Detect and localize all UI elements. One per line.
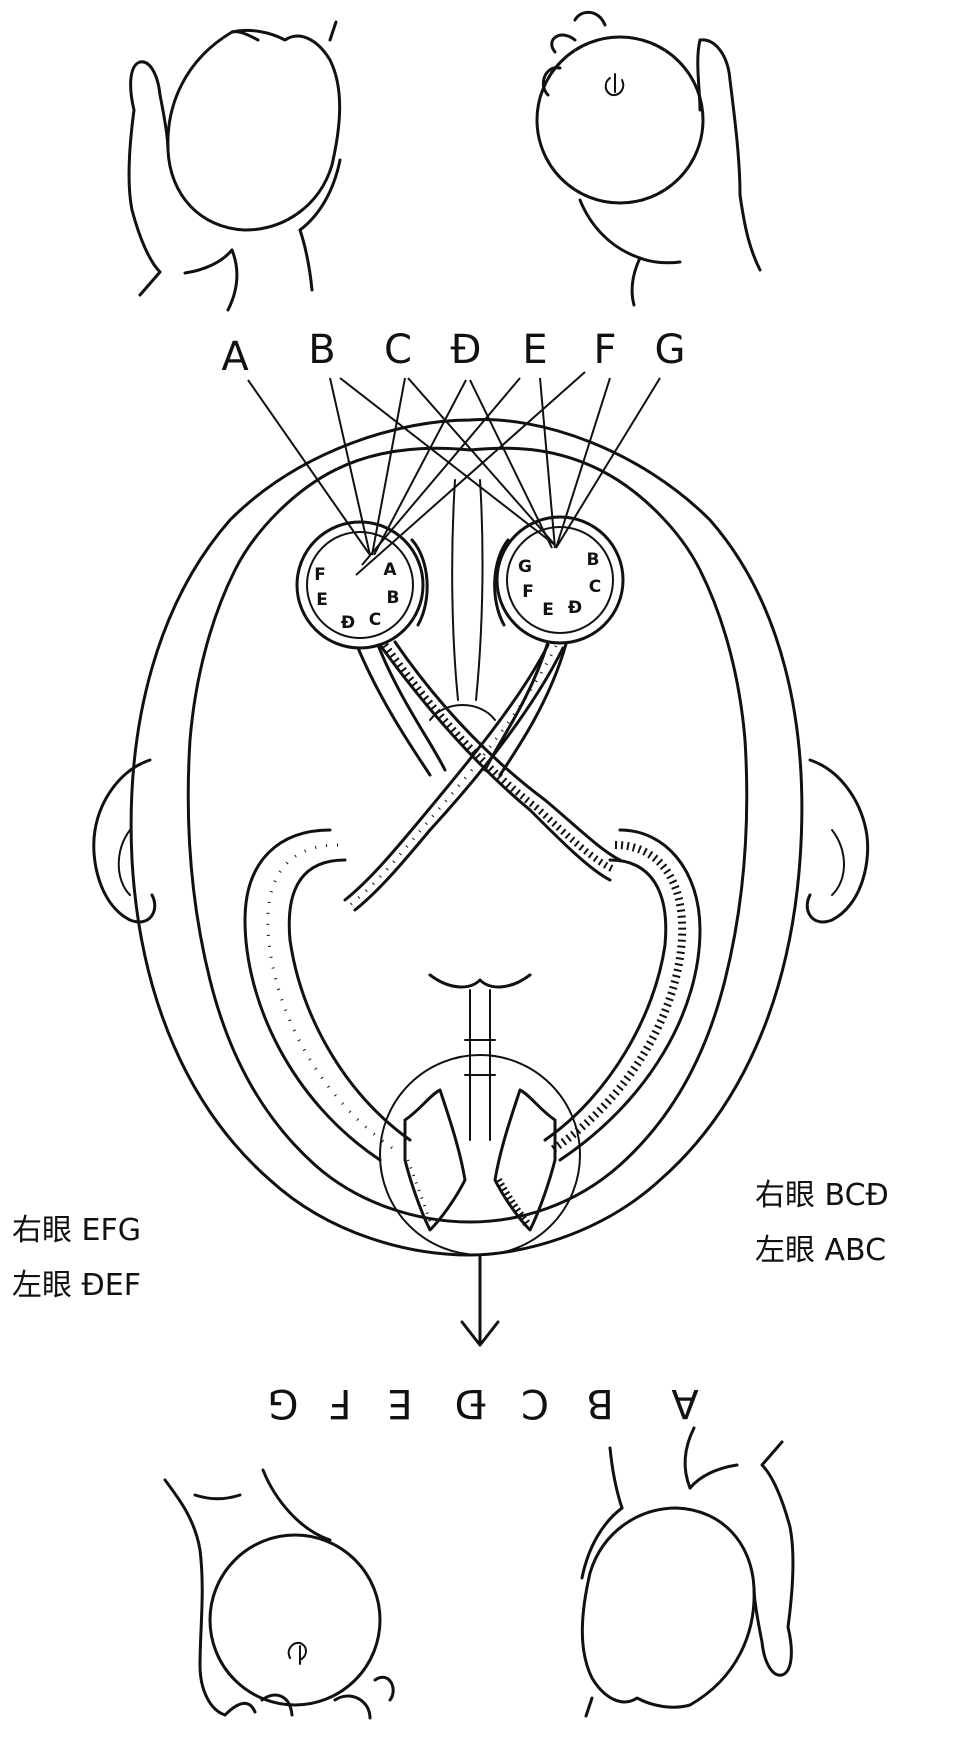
inverted-letter: F	[328, 1380, 351, 1426]
retina-letter: C	[589, 577, 601, 597]
scene-letter: G	[655, 327, 686, 373]
retina-letter: F	[522, 582, 534, 602]
left-retina-letters: F E Ð C B A	[314, 560, 399, 633]
legend-right-eye: 右眼 EFG	[12, 1213, 141, 1248]
legend-left-eye: 左眼 ABC	[755, 1233, 886, 1268]
brainstem	[430, 975, 530, 1140]
retina-letter: F	[314, 565, 326, 585]
scene-letters: A B C Ð E F G	[221, 327, 685, 380]
right-legend: 右眼 BCÐ 左眼 ABC	[755, 1178, 889, 1268]
down-arrow-icon	[462, 1255, 498, 1345]
retina-letter: B	[387, 588, 400, 608]
scene-letter: C	[384, 327, 412, 373]
ears	[94, 760, 868, 922]
optic-pathways	[345, 642, 620, 910]
inverted-letter: C	[521, 1380, 549, 1426]
scene-letter: E	[522, 327, 547, 373]
scene-letter: Ð	[451, 327, 482, 373]
retina-letter: E	[316, 590, 328, 610]
left-eye	[297, 522, 427, 648]
inverted-letter: G	[268, 1380, 299, 1426]
inverted-letter: A	[671, 1380, 699, 1426]
inverted-letter: Ð	[455, 1380, 486, 1426]
hand-holding-apple-inverted-icon	[165, 1470, 393, 1718]
retina-letter: Ð	[341, 613, 355, 633]
hand-holding-pear-inverted-icon	[582, 1428, 793, 1716]
inverted-letter: B	[586, 1380, 613, 1426]
retina-letter: G	[518, 557, 532, 577]
retina-letter: C	[369, 610, 381, 630]
right-retina-letters: G F E Ð C B	[518, 550, 601, 620]
retina-letter: E	[542, 600, 554, 620]
optic-radiations	[245, 830, 700, 1160]
hand-holding-pear-icon	[129, 22, 340, 310]
hand-holding-apple-icon	[537, 12, 760, 305]
retina-letter: Ð	[568, 598, 582, 618]
head-outline	[131, 420, 802, 1255]
scene-letter: B	[308, 327, 335, 373]
legend-right-eye: 右眼 BCÐ	[755, 1178, 889, 1213]
left-legend: 右眼 EFG 左眼 ÐEF	[12, 1213, 141, 1303]
retina-letter: A	[383, 560, 397, 580]
inverted-letters: G F E Ð C B A	[268, 1380, 699, 1426]
scene-letter: F	[593, 327, 616, 373]
scene-letter: A	[221, 334, 249, 380]
inverted-letter: E	[387, 1380, 412, 1426]
legend-left-eye: 左眼 ÐEF	[12, 1268, 141, 1303]
visual-cortex	[380, 1055, 580, 1255]
retina-letter: B	[587, 550, 600, 570]
